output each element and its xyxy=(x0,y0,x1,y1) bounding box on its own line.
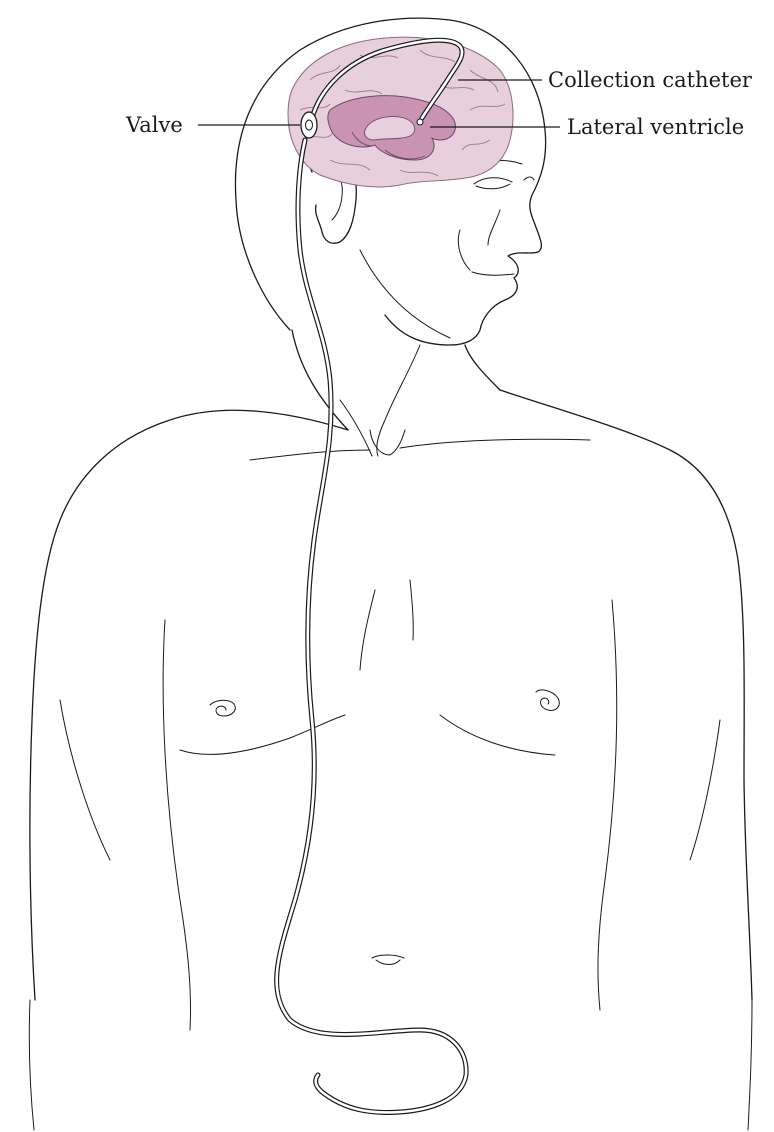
chest-center xyxy=(360,580,413,670)
mouth xyxy=(472,272,514,275)
right-nipple xyxy=(536,690,559,710)
navel xyxy=(372,955,404,965)
neck-muscle-2 xyxy=(340,400,372,456)
neck-muscle xyxy=(377,345,420,456)
right-arm-inner xyxy=(598,600,617,1010)
distal-catheter-outer xyxy=(277,140,467,1112)
neck-back xyxy=(292,330,348,430)
left-pec xyxy=(180,715,345,754)
sternum-notch xyxy=(370,430,405,455)
neck-front xyxy=(465,345,500,390)
left-nipple xyxy=(210,700,235,716)
eye-right xyxy=(524,177,534,180)
torso xyxy=(29,390,752,1130)
valve-label: Valve xyxy=(125,113,183,137)
catheter-tip xyxy=(417,119,423,125)
left-arm-line-2 xyxy=(60,700,110,860)
waist-left xyxy=(29,1000,34,1130)
brain xyxy=(288,37,513,187)
collarbone-left xyxy=(250,450,370,460)
nose-line xyxy=(488,210,500,245)
eye xyxy=(474,178,512,189)
jaw-line xyxy=(360,250,450,338)
left-arm-inner xyxy=(163,620,190,1030)
right-pec xyxy=(440,715,555,755)
left-shoulder-arm xyxy=(30,410,348,1000)
collarbone-right xyxy=(400,439,590,448)
valve-body xyxy=(301,112,317,138)
right-shoulder-arm xyxy=(500,390,752,1000)
lateral-ventricle-label: Lateral ventricle xyxy=(567,115,744,139)
shunt-tubing xyxy=(277,40,467,1112)
collection-catheter-label: Collection catheter xyxy=(548,68,753,92)
waist-right xyxy=(748,1000,752,1130)
cheek-line xyxy=(458,230,470,270)
right-arm-line-2 xyxy=(690,720,720,860)
